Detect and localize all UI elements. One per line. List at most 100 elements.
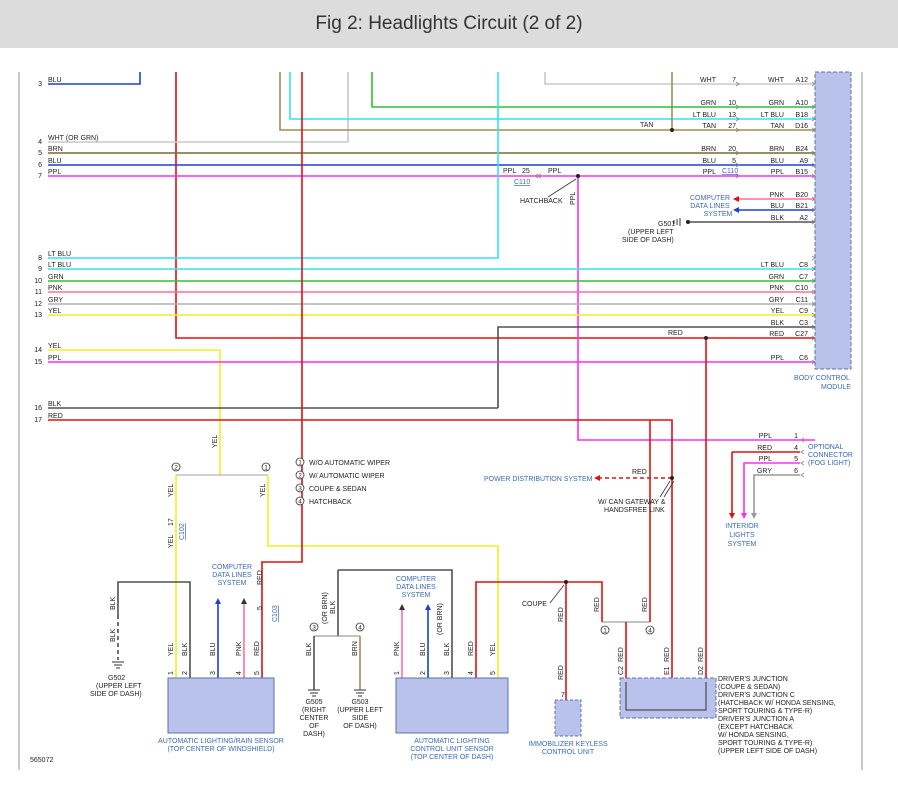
bcm-conn-pin: B24 [796,146,809,153]
sensor1-pin-number: 4 [236,671,243,675]
bcm-conn-color: TAN [771,123,784,130]
coupe-arrow [549,584,565,604]
sensor1-wire-color: BLU [210,642,217,656]
wire-blk-g502 [117,581,191,678]
wires [48,72,815,700]
jb-label-3: DRIVER'S JUNCTION C [718,692,795,699]
sensor1-pin-number: 3 [210,671,217,675]
sensor2-label-1: AUTOMATIC LIGHTING [414,738,490,745]
bcm-conn-color: BLK [771,215,785,222]
bcm-c-color: PPL [771,355,784,362]
bcm-conn-color: GRN [768,100,784,107]
g503-4: OF DASH) [343,723,376,730]
wire-yel-right [267,475,499,678]
yel-a-label: YEL [168,484,175,497]
g505-1: G505 [305,699,322,706]
jb-label-10: (UPPER LEFT SIDE OF DASH) [718,748,817,755]
bcm-wire-pin: 27 [728,123,736,130]
interior-3: SYSTEM [728,541,757,548]
optional-wire-pin: 1 [794,433,798,440]
arrow-interior-ppl [741,513,747,519]
sensor1-pin-number: 2 [182,671,189,675]
sensor2-label-3: (TOP CENTER OF DASH) [411,754,494,761]
control-unit-sensor-box [395,677,509,734]
g501-3: SIDE OF DASH) [622,237,674,244]
wire-blu-3 [48,72,141,85]
bcm-conn-pin: A9 [799,158,808,165]
left-row-number: 8 [38,255,42,262]
figure-title: Fig 2: Headlights Circuit (2 of 2) [0,0,898,48]
optional-wire-color: PPL [759,433,772,440]
coupe-label: COUPE [522,601,547,608]
g501-1: G501 [658,221,675,228]
jb-label-5: SPORT TOURING & TYPE-R) [718,708,812,715]
g505-5: DASH) [303,731,325,738]
arrow-cds1-pnk [241,598,247,604]
callout-ws-left: 2 [174,465,178,472]
cds2-1: COMPUTER [212,564,252,571]
bcm-wire-color: TAN [703,123,716,130]
bcm-c-pin: C3 [799,320,808,327]
sensor2-pin-number: 4 [468,671,475,675]
bcm-wire-pin: 7 [732,77,736,84]
red-c27-label: RED [668,330,683,337]
tan-left-label: TAN [640,122,653,129]
cds3-1: COMPUTER [396,576,436,583]
pds-label: POWER DISTRIBUTION SYSTEM [484,476,593,483]
optional-wire-color: PPL [759,456,772,463]
bcm-c-pin: C7 [799,274,808,281]
wire-ppl-opt5 [743,462,800,515]
left-row-color: GRN [48,274,64,281]
optional-wire-color: RED [757,445,772,452]
s2-blk-alt: (OR BRN) [437,603,444,635]
red-jb-right: RED [642,597,649,612]
callout-jb-right: 4 [648,628,652,635]
jb-label-7: (EXCEPT HATCHBACK [718,724,793,731]
c110-a: C110 [514,179,530,186]
bcm-conn-pin: D16 [795,123,808,130]
g502-3: SIDE OF DASH) [90,691,142,698]
left-row-color: RED [48,413,63,420]
bcm-c-color: LT BLU [761,262,784,269]
yel-b-label: YEL [168,535,175,548]
bcm-label-2: MODULE [821,384,851,391]
left-row-color: BLK [48,401,62,408]
optional-wire-pin: 6 [794,468,798,475]
immob-label-1: IMMOBILIZER KEYLESS [528,741,608,748]
legend-text: HATCHBACK [309,499,352,506]
wire-red-coupe [566,581,603,622]
left-row-color: PPL [48,355,61,362]
legend-number: 2 [298,473,302,480]
figure-id: 565072 [30,757,53,764]
jb-label-9: SPORT TOURING & TYPE-R) [718,740,812,747]
left-row-color: LT BLU [48,251,71,258]
wire-red-17 [48,419,673,678]
sensor1-pin-number: 5 [254,671,261,675]
wire-wht-4 [48,72,349,143]
legend-number: 3 [298,486,302,493]
left-row-color: PPL [48,169,61,176]
left-row-number: 17 [34,417,42,424]
jb-pin-c2: C2 [618,666,625,675]
g505-2: (RIGHT [302,707,327,714]
bcm-wire-color: PPL [703,169,716,176]
sensor1-wire-color: BLK [182,642,189,656]
optional-wire-pin: 4 [794,445,798,452]
sensor2-wire-color: YEL [490,643,497,656]
wire-ltblu-b18 [289,72,815,120]
immob-label-2: CONTROL UNIT [542,749,595,756]
wire-blk-g-top [338,569,453,678]
legend-number: 1 [298,460,302,467]
c103-label: C103 [272,605,279,622]
sensor1-label-1: AUTOMATIC LIGHTING/RAIN SENSOR [158,738,284,745]
callout-ws-right: 1 [264,465,268,472]
wire-yel-14 [48,349,221,475]
bcm-wire-pin: 20 [728,146,736,153]
sensor1-pin-number: 1 [168,671,175,675]
bcm-conn-pin: B18 [796,112,809,119]
bcm-conn-pin: B21 [796,203,809,210]
